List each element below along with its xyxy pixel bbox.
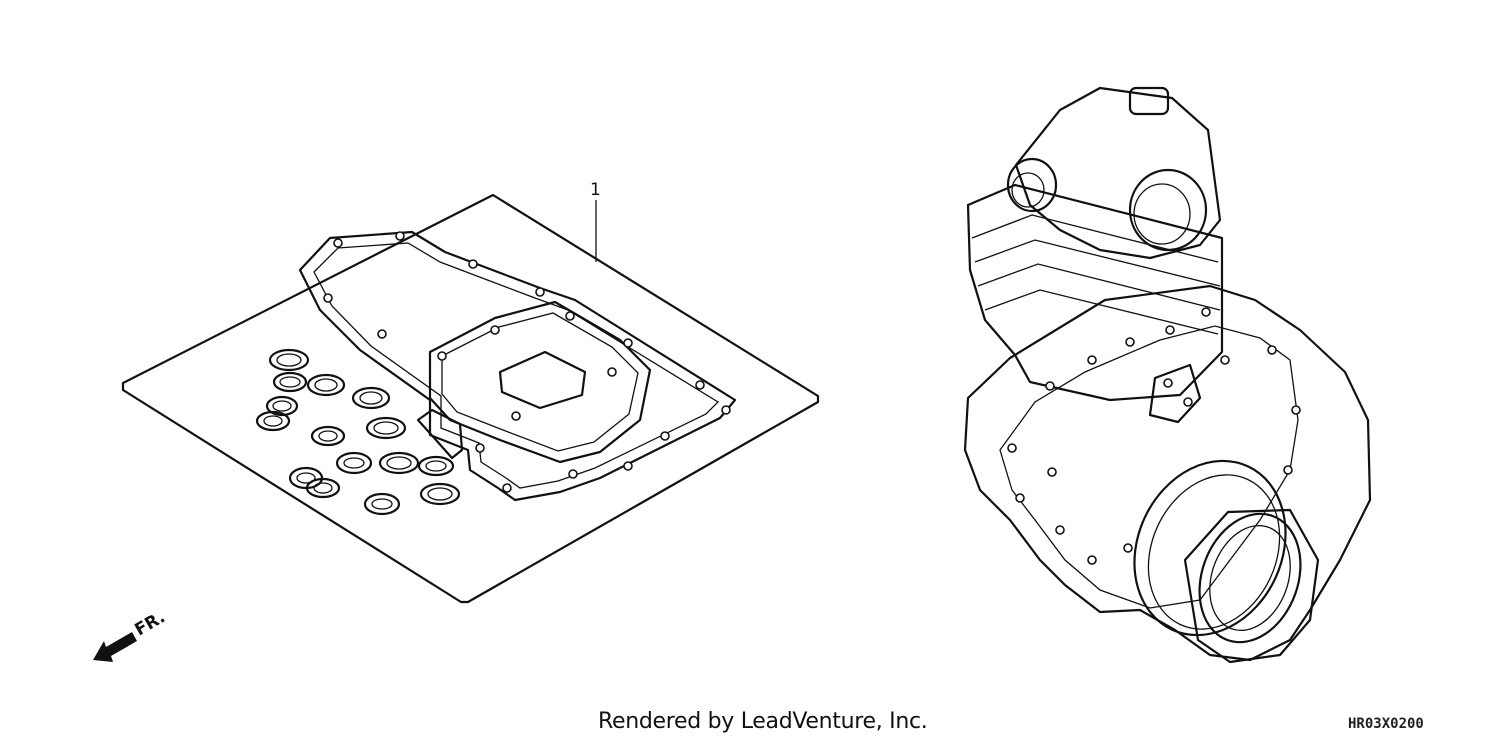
front-direction-arrow — [93, 632, 137, 662]
crankcase-gasket-inner — [313, 242, 720, 489]
clutch-cover-ring — [1133, 459, 1287, 637]
crankcase-gasket — [298, 230, 737, 502]
cylinder-head — [1014, 86, 1222, 260]
gasket-bolt-holes — [323, 231, 731, 493]
head-plug — [1128, 86, 1170, 116]
engine-bolt-holes — [1007, 307, 1301, 565]
head-cap-right — [1128, 168, 1208, 252]
gasket-kit-sheet — [121, 193, 820, 604]
shaft-boss — [1183, 508, 1320, 664]
small-plate-gasket — [498, 350, 587, 410]
crankcase-body — [963, 284, 1372, 662]
callout-label-1: 1 — [590, 180, 601, 200]
o-rings-and-seals — [255, 348, 461, 516]
crankcase-mating-line — [999, 325, 1299, 609]
cover-gasket-inner — [441, 312, 639, 452]
gasket-kit-illustration — [121, 193, 820, 604]
figure-code: HR03X0200 — [1348, 716, 1424, 732]
strip-gasket — [416, 408, 464, 460]
shaft-seal — [1198, 512, 1302, 644]
render-credit: Rendered by LeadVenture, Inc. — [598, 709, 928, 734]
engine-illustration — [963, 86, 1372, 664]
direction-label: FR. — [132, 607, 169, 640]
head-cap-left — [1006, 157, 1058, 213]
arrow-icon — [93, 632, 137, 662]
port-flange — [1148, 363, 1202, 424]
cylinder-block — [966, 183, 1224, 402]
